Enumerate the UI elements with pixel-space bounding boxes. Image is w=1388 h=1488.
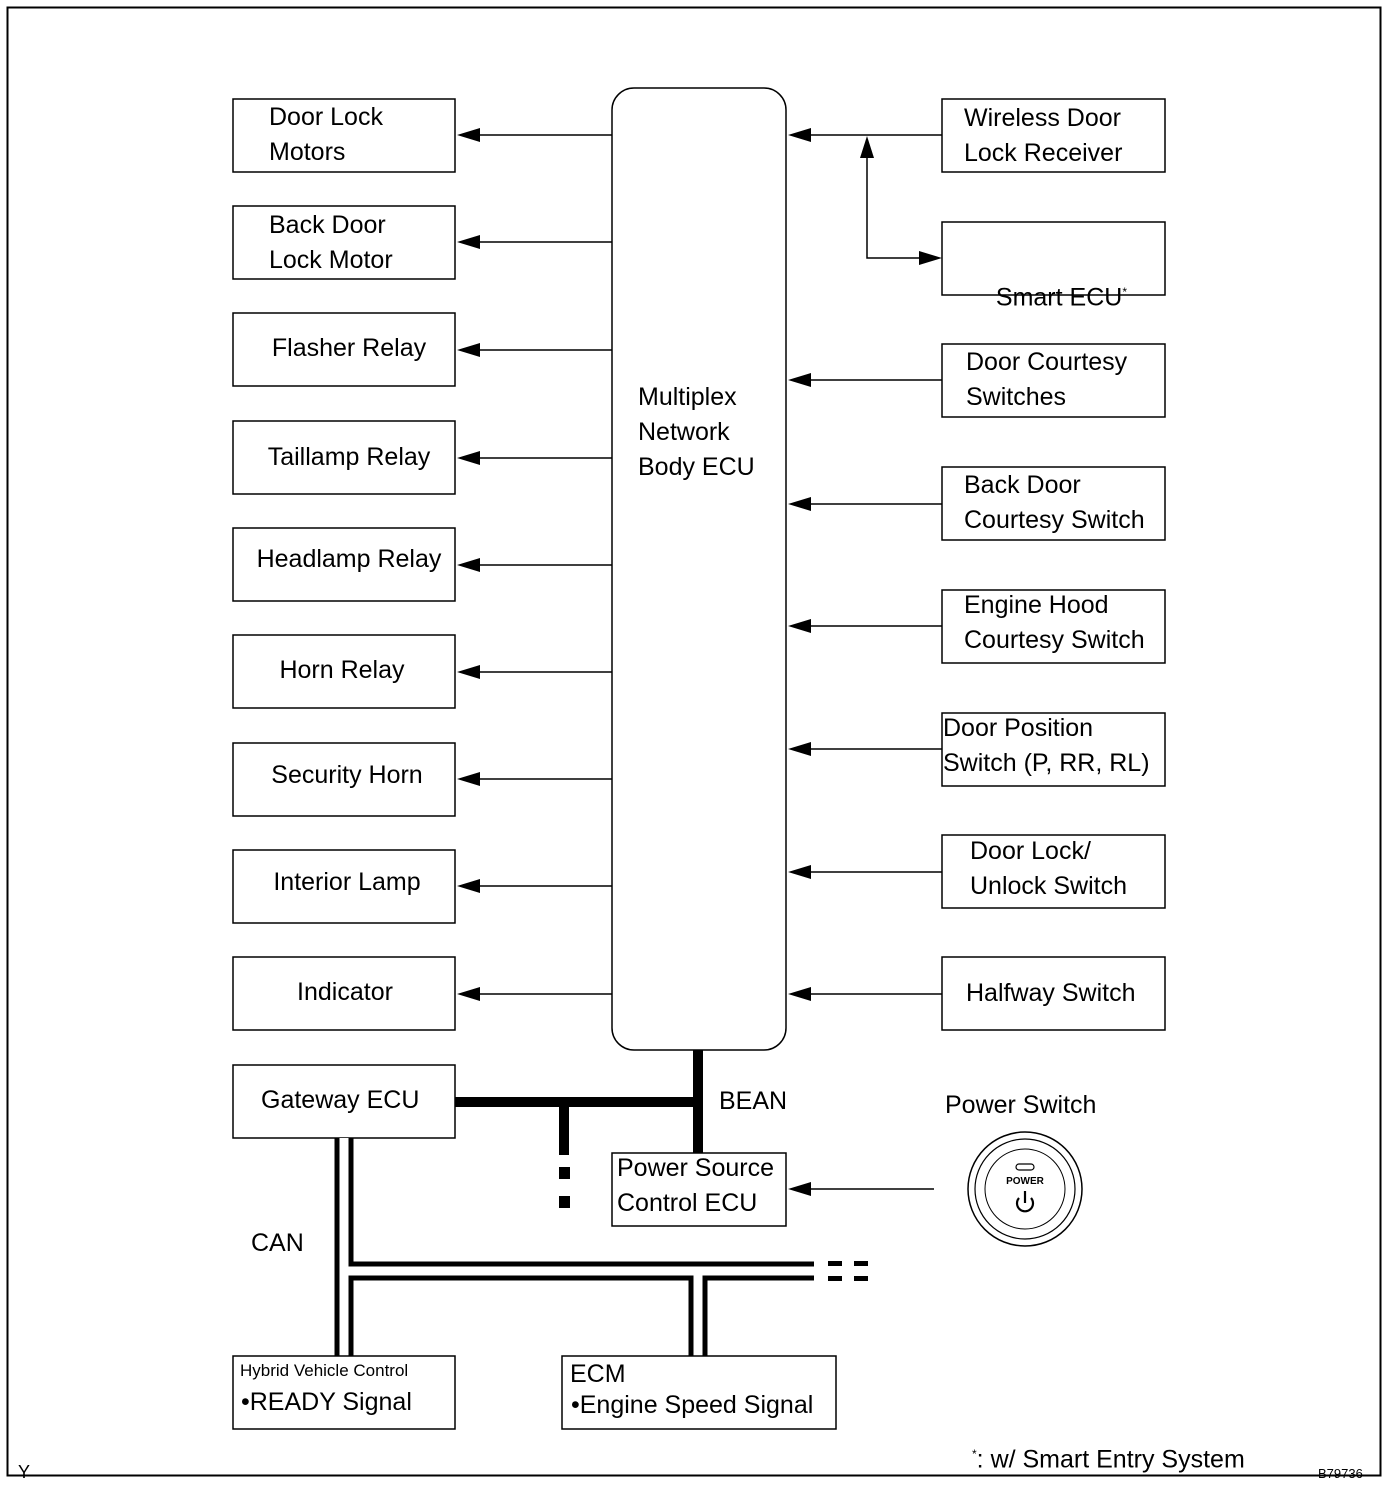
input-label-door-position: Door Position Switch (P, RR, RL) — [943, 714, 1150, 777]
body-ecu-label: Multiplex Network Body ECU — [638, 383, 755, 481]
gateway-ecu-box — [232, 1064, 456, 1139]
can-bus-continuation — [828, 1261, 868, 1281]
output-label-interior-lamp: Interior Lamp — [273, 868, 421, 896]
ecm-engine-speed-signal: •Engine Speed Signal — [571, 1391, 814, 1419]
power-source-ecu-box — [611, 1152, 787, 1227]
footnote-mark: * — [972, 1447, 977, 1461]
output-label-security-horn: Security Horn — [271, 761, 423, 789]
input-label-wireless-receiver: Wireless Door Lock Receiver — [964, 104, 1123, 167]
figure-code: B79736 — [1318, 1466, 1363, 1481]
power-switch-caption: Power Switch — [945, 1091, 1097, 1119]
output-label-headlamp-relay: Headlamp Relay — [256, 545, 442, 573]
output-boxes — [232, 98, 456, 1031]
hybrid-ready-signal: •READY Signal — [241, 1388, 412, 1416]
output-box-security-horn — [232, 742, 456, 817]
output-box-headlamp-relay — [232, 527, 456, 602]
smart-ecu-footnote-mark: * — [1122, 285, 1127, 299]
gateway-ecu-label: Gateway ECU — [261, 1086, 420, 1114]
input-arrowheads — [788, 128, 942, 1196]
input-box-engine-hood-courtesy — [941, 589, 1166, 664]
input-label-door-courtesy: Door Courtesy Switches — [966, 348, 1128, 411]
input-box-wireless-receiver — [941, 98, 1166, 173]
input-label-smart-ecu: Smart ECU* — [982, 240, 1127, 315]
ecm-title: ECM — [570, 1360, 626, 1388]
input-label-door-lock-switch: Door Lock/ Unlock Switch — [970, 837, 1127, 900]
can-bus-label: CAN — [251, 1229, 304, 1257]
footnote: *: w/ Smart Entry System — [972, 1437, 1245, 1477]
power-switch-icon — [967, 1131, 1083, 1247]
hybrid-control-box — [232, 1355, 456, 1430]
output-box-indicator — [232, 956, 456, 1031]
bean-bus-lines — [455, 1050, 703, 1155]
output-label-indicator: Indicator — [297, 978, 393, 1006]
footnote-text: : w/ Smart Entry System — [976, 1445, 1245, 1474]
output-box-flasher-relay — [232, 312, 456, 387]
input-label-engine-hood-courtesy: Engine Hood Courtesy Switch — [964, 591, 1145, 654]
ecm-box — [561, 1355, 837, 1430]
power-source-ecu-label: Power Source Control ECU — [617, 1154, 775, 1217]
corner-label-y: Y — [18, 1462, 31, 1482]
input-lines — [810, 134, 942, 1190]
input-label-halfway-switch: Halfway Switch — [966, 979, 1136, 1007]
power-button-text: POWER — [1006, 1176, 1044, 1187]
output-label-back-door-lock-motor: Back Door Lock Motor — [269, 211, 393, 274]
bean-bus-label: BEAN — [719, 1087, 788, 1115]
output-lines — [478, 134, 612, 995]
output-box-interior-lamp — [232, 849, 456, 924]
bean-bus-continuation — [559, 1167, 570, 1208]
output-label-flasher-relay: Flasher Relay — [271, 334, 427, 362]
output-label-door-lock-motors: Door Lock Motors — [269, 103, 383, 166]
input-box-door-position — [941, 712, 1166, 787]
output-arrowheads — [457, 128, 480, 1001]
output-box-door-lock-motors — [232, 98, 456, 173]
body-ecu-box — [611, 87, 787, 1051]
output-label-horn-relay: Horn Relay — [279, 656, 405, 684]
smart-ecu-text: Smart ECU — [995, 283, 1123, 312]
output-box-taillamp-relay — [232, 420, 456, 495]
output-box-horn-relay — [232, 634, 456, 709]
hybrid-control-title: Hybrid Vehicle Control — [240, 1361, 409, 1380]
can-bus-gap — [339, 1138, 818, 1356]
output-box-back-door-lock-motor — [232, 205, 456, 280]
input-label-back-door-courtesy: Back Door Courtesy Switch — [964, 471, 1145, 534]
diagram-frame — [6, 6, 1382, 1477]
output-label-taillamp-relay: Taillamp Relay — [267, 443, 431, 471]
input-box-smart-ecu — [941, 221, 1166, 296]
